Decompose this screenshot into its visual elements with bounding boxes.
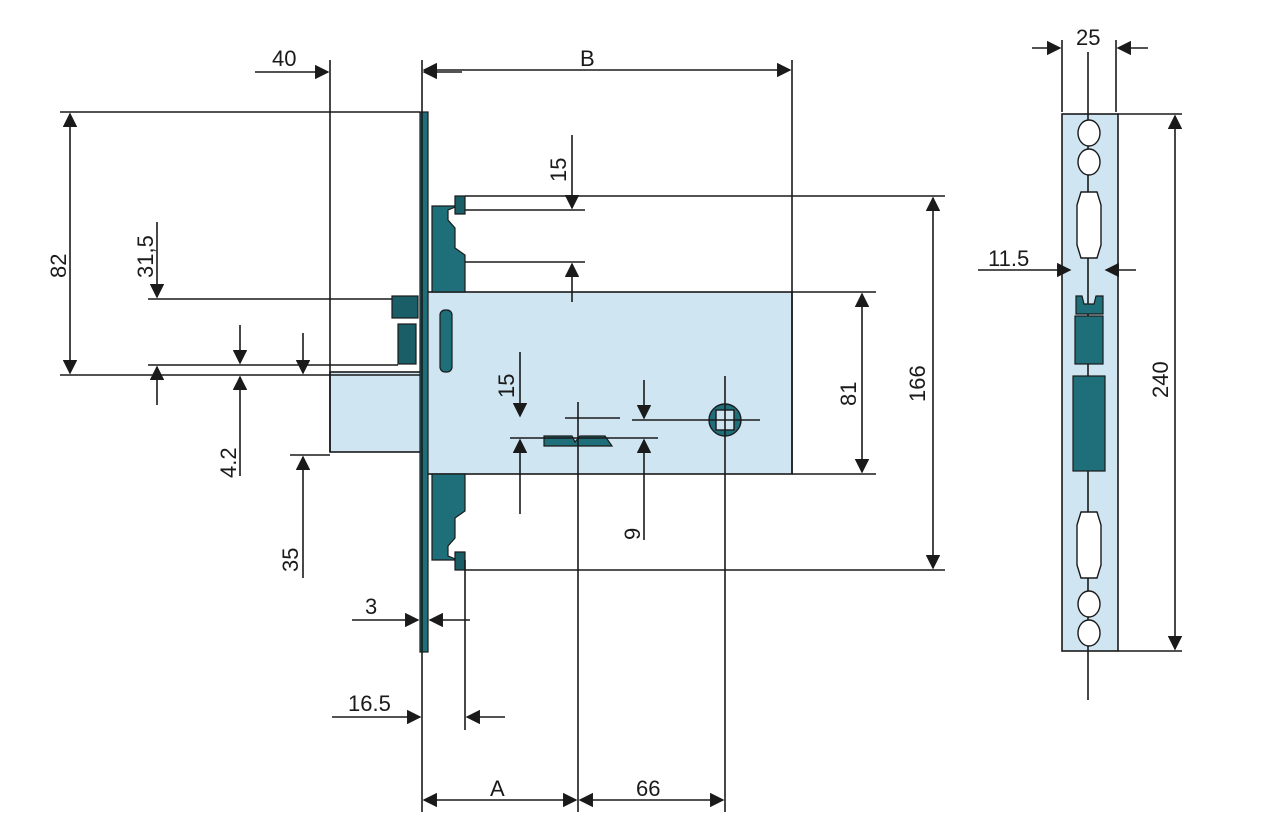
strike-plate — [978, 40, 1183, 700]
strike-latch-opening — [1075, 295, 1104, 315]
label-35: 35 — [278, 548, 303, 572]
label-25: 25 — [1076, 25, 1100, 50]
latch-mechanism-lower — [397, 323, 417, 365]
lower-bolt-slot — [454, 551, 466, 571]
lock-body — [329, 111, 793, 653]
label-3: 3 — [365, 594, 377, 619]
label-31-5: 31,5 — [133, 235, 158, 278]
label-16-5: 16.5 — [348, 691, 391, 716]
strike-hole — [1077, 590, 1101, 618]
upper-bolt-slot — [454, 195, 466, 215]
label-81: 81 — [836, 382, 861, 406]
label-15-mid: 15 — [494, 374, 519, 398]
upper-bolt — [431, 205, 466, 293]
label-4-2: 4.2 — [216, 447, 241, 478]
label-82: 82 — [46, 254, 71, 278]
label-A: A — [490, 776, 505, 801]
strike-hole — [1077, 119, 1101, 147]
strike-hole — [1077, 619, 1101, 647]
label-B: B — [580, 46, 595, 71]
label-66: 66 — [636, 776, 660, 801]
faceplate — [419, 111, 429, 653]
label-11-5: 11.5 — [988, 246, 1029, 271]
label-9: 9 — [620, 528, 645, 540]
lower-bolt — [431, 473, 466, 561]
dimension-labels: 40 B 82 31,5 4.2 35 15 15 9 81 166 3 16.… — [46, 25, 1173, 801]
strike-latch-pocket — [1074, 315, 1104, 365]
label-40: 40 — [272, 46, 296, 71]
strike-hole — [1077, 148, 1101, 176]
dimension-arrows — [62, 62, 941, 808]
strike-bolt-pocket — [1072, 375, 1106, 472]
latch-mechanism — [391, 295, 419, 319]
label-15-top: 15 — [546, 158, 571, 182]
latch-tongue — [439, 309, 453, 373]
strike-slot-bottom — [1076, 511, 1102, 579]
label-240: 240 — [1148, 361, 1173, 398]
extension-lines — [60, 60, 945, 812]
label-166: 166 — [905, 365, 930, 402]
strike-slot-top — [1076, 191, 1102, 259]
lock-case-left — [329, 371, 423, 453]
lock-case — [423, 291, 793, 475]
